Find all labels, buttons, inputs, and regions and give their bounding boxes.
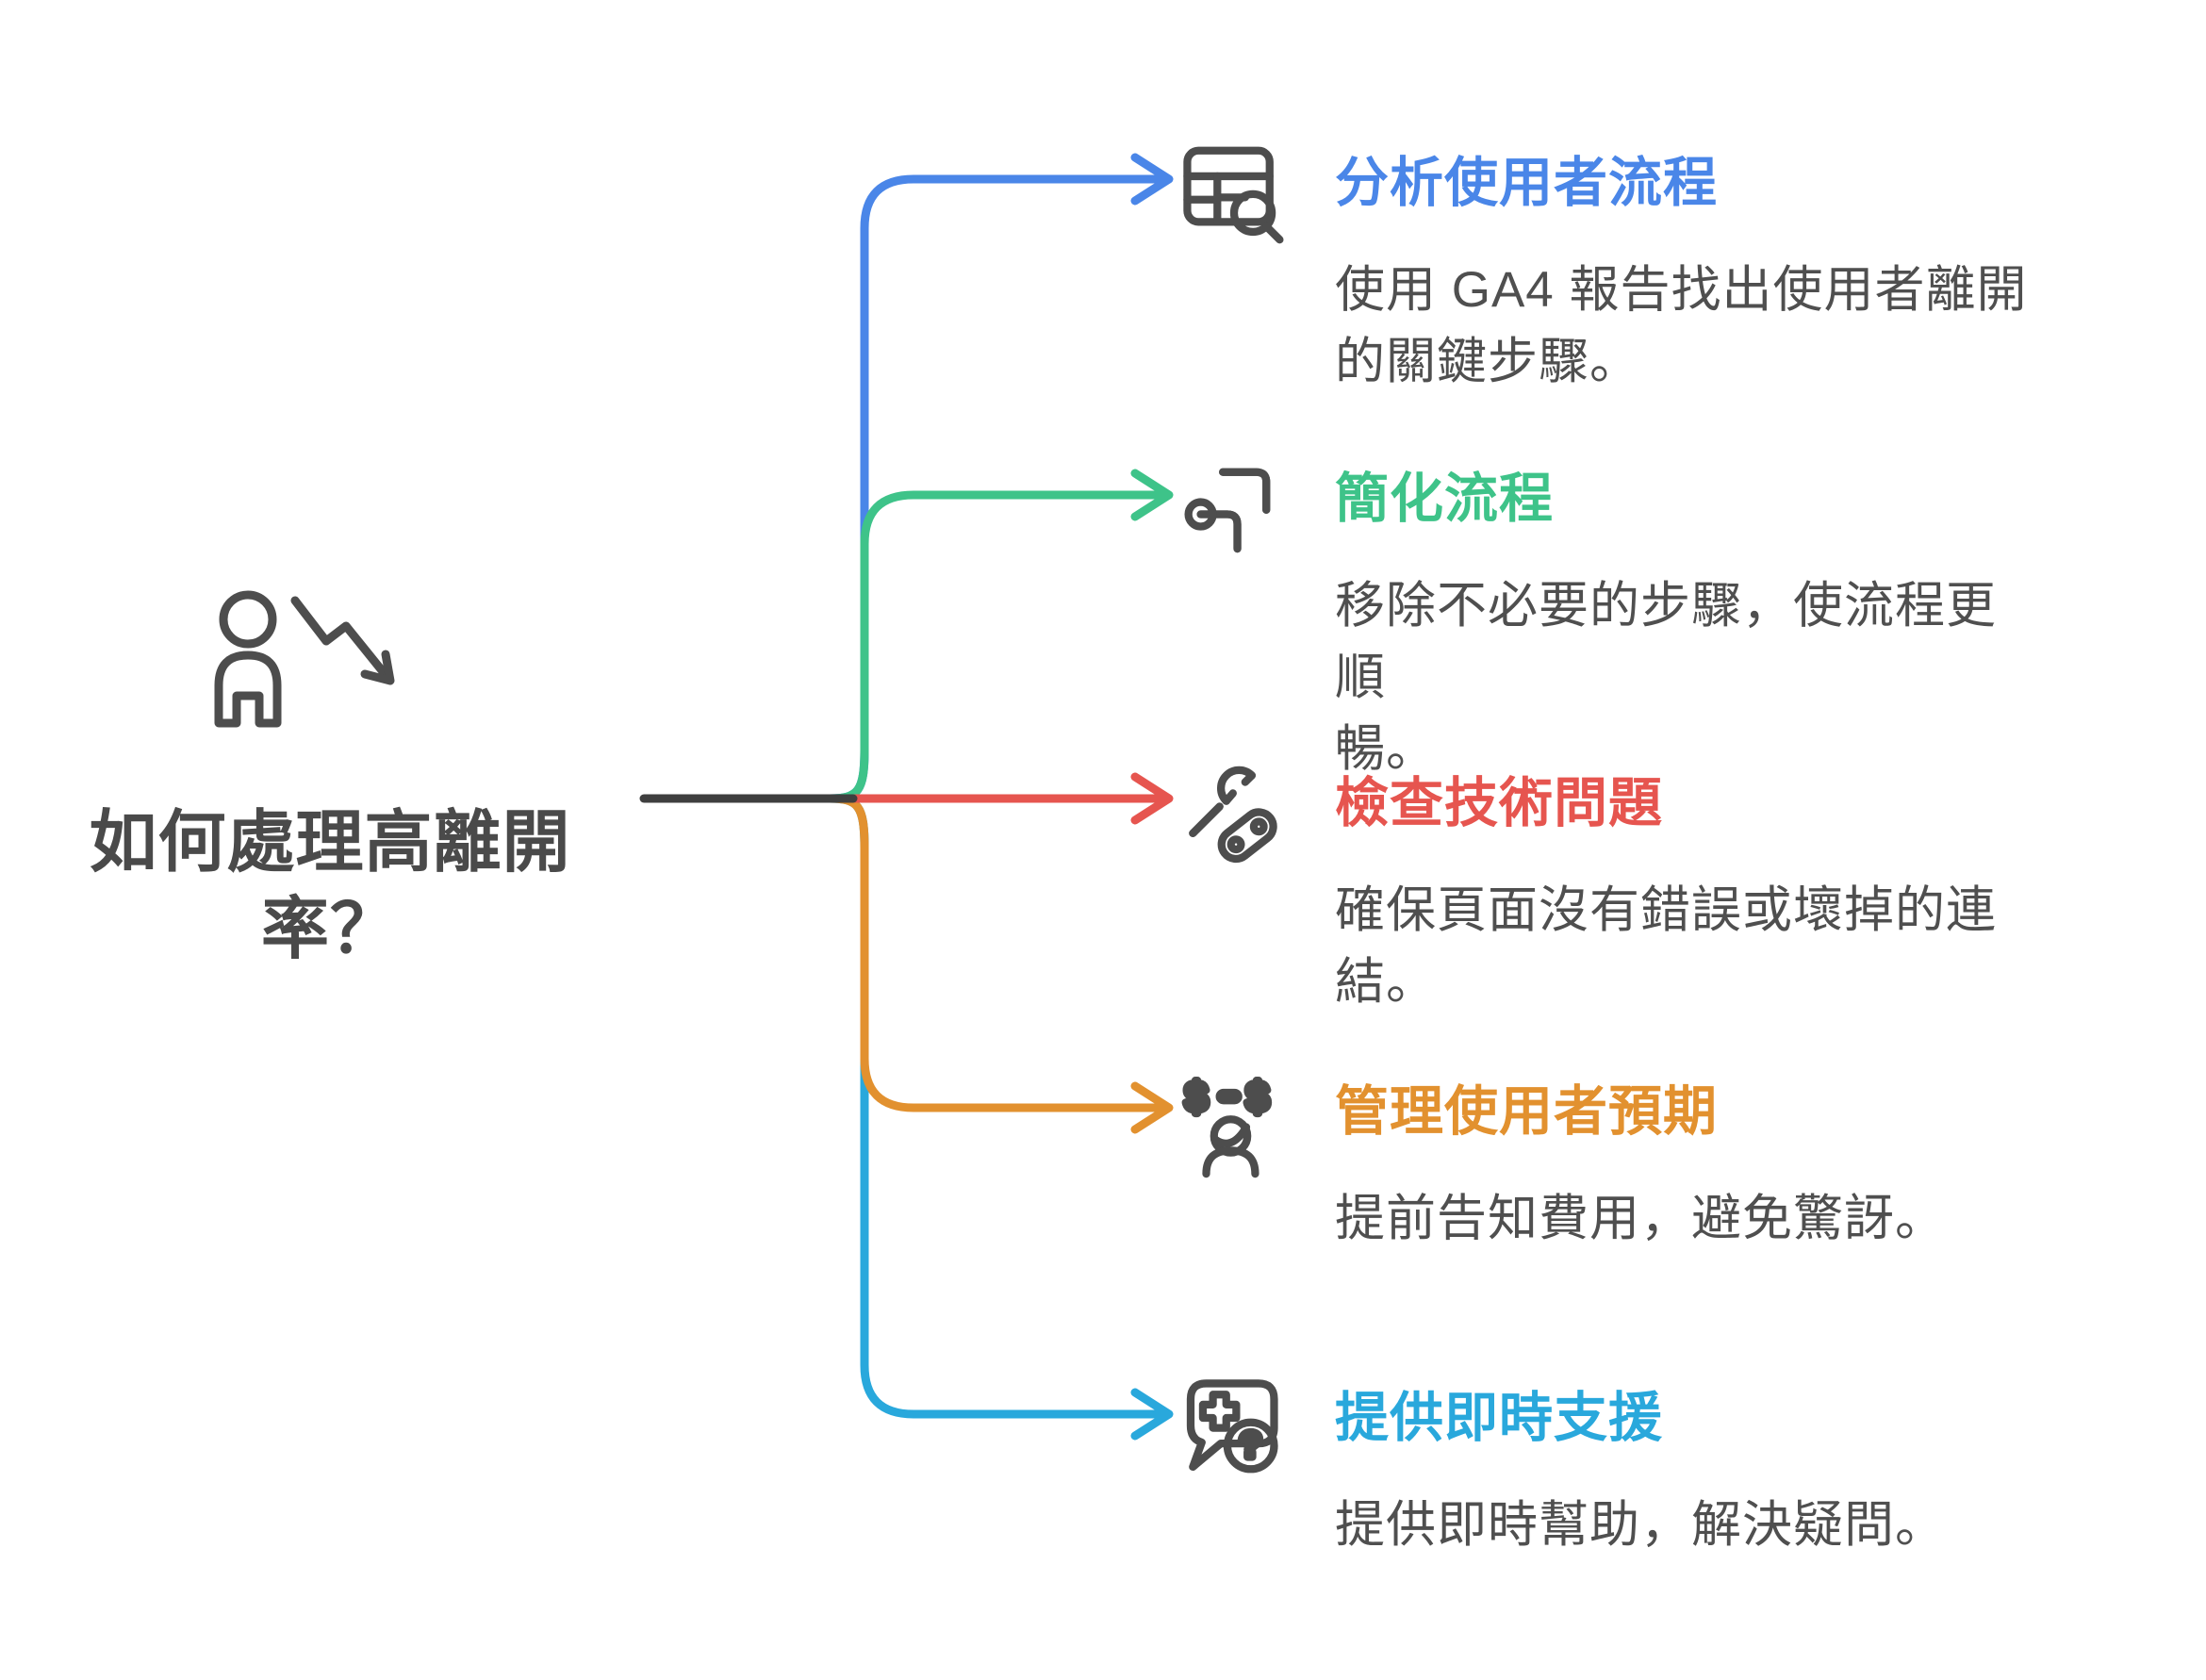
branch-connector-technical	[848, 772, 1174, 825]
branch-item-analyze-user-flow: 分析使用者流程 使用 GA4 報告找出使用者離開 的關鍵步驟。	[1178, 140, 2070, 398]
branch-description: 提前告知費用，避免驚訝。	[1335, 1191, 1946, 1246]
person-decline-icon	[206, 570, 413, 768]
money-person-icon: $ $	[1178, 1068, 1290, 1179]
svg-text:?: ?	[1240, 1425, 1261, 1464]
branch-item-check-technical-issues: 檢查技術問題 確保頁面沒有錯誤或壞掉的連 結。	[1178, 760, 2070, 1018]
branch-item-manage-user-expectations: $ $ 管理使用者預期 提前告知費用，避免驚訝。	[1178, 1068, 2070, 1255]
branch-title: 簡化流程	[1335, 469, 1554, 529]
branch-connector-expectations	[825, 794, 1174, 1134]
branch-description: 提供即時幫助，解決疑問。	[1335, 1497, 1946, 1553]
center-title: 如何處理高離開 率？	[89, 805, 571, 967]
svg-text:$: $	[1185, 1076, 1208, 1120]
wrench-link-icon	[1178, 760, 1290, 871]
branch-title: 檢查技術問題	[1335, 773, 1663, 833]
branch-description: 使用 GA4 報告找出使用者離開 的關鍵步驟。	[1335, 262, 2028, 389]
branch-connector-analyze	[825, 153, 1174, 803]
branch-description: 移除不必要的步驟，使流程更順 暢。	[1335, 578, 1997, 777]
table-search-icon	[1178, 140, 1290, 251]
branch-connector-support	[825, 794, 1174, 1441]
branch-item-provide-instant-support: ? 提供即時支援 提供即時幫助，解決疑問。	[1178, 1375, 2070, 1561]
branch-title: 管理使用者預期	[1335, 1081, 1718, 1142]
svg-text:$: $	[1246, 1076, 1269, 1120]
branch-connector-simplify	[825, 469, 1174, 803]
branch-title: 提供即時支援	[1335, 1388, 1663, 1448]
branch-item-simplify-process: 簡化流程 移除不必要的步驟，使流程更順 暢。	[1178, 455, 2070, 785]
chat-help-icon: ?	[1178, 1375, 1290, 1486]
branch-title: 分析使用者流程	[1335, 153, 1718, 213]
flow-pipes-icon	[1178, 455, 1290, 567]
branch-description: 確保頁面沒有錯誤或壞掉的連 結。	[1335, 882, 1997, 1010]
